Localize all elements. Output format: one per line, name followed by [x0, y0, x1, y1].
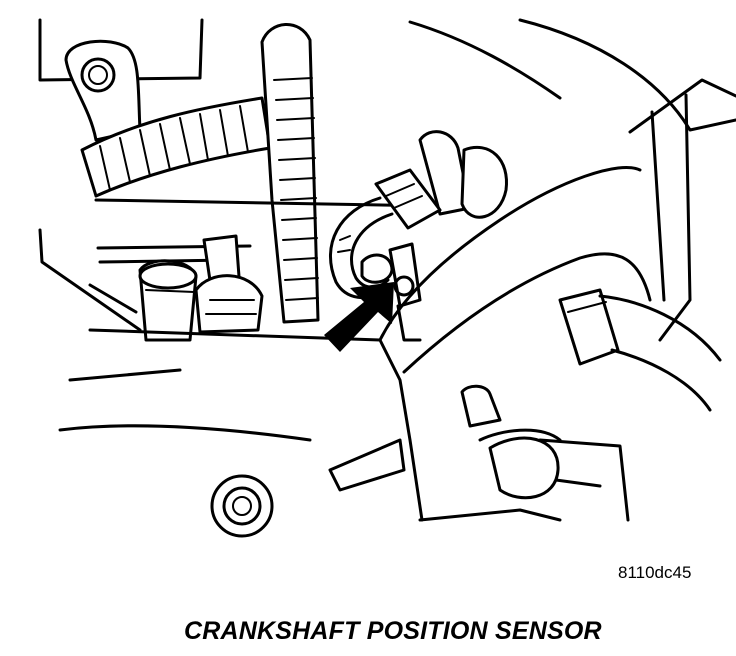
right-hose [558, 288, 722, 412]
sensor-wire-loop [329, 196, 394, 299]
figure-caption: CRANKSHAFT POSITION SENSOR [184, 617, 602, 645]
lower-bracket [418, 384, 630, 522]
sensor-connector [374, 130, 508, 230]
background-contours [38, 18, 736, 342]
housing-bolt [210, 474, 274, 538]
hose-clamp [138, 234, 264, 342]
sensor-pointer-arrow [324, 282, 394, 352]
bell-housing [58, 165, 652, 522]
bolt-boss [64, 39, 142, 142]
crankshaft-sensor [360, 242, 422, 342]
figure-id-label: 8110dc45 [618, 563, 692, 582]
frame-rails [94, 198, 442, 264]
vertical-harness [260, 23, 320, 324]
